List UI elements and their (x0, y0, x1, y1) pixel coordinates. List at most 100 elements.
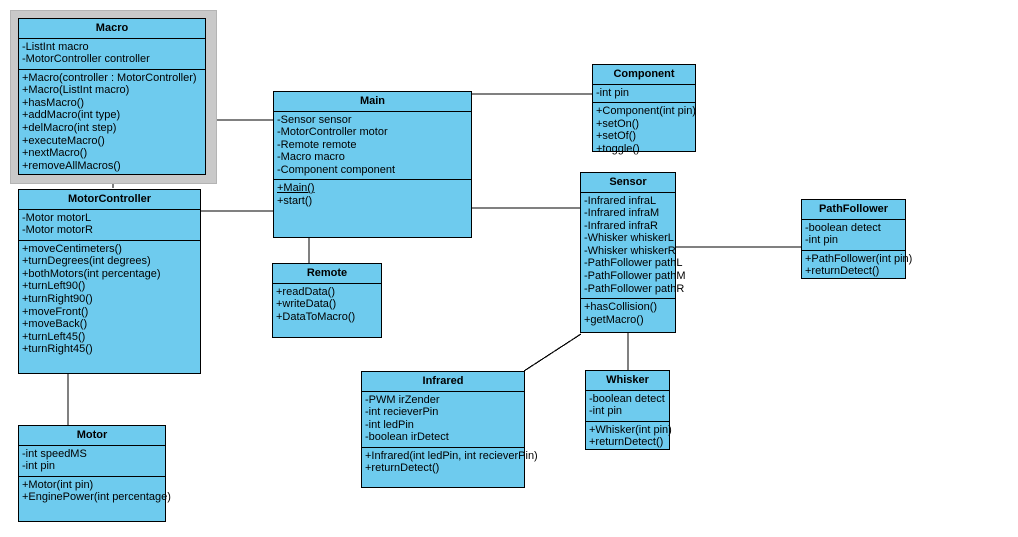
class-title-motorcontroller: MotorController (19, 190, 200, 210)
class-box-infrared[interactable]: Infrared -PWM irZender -int recieverPin … (361, 371, 538, 488)
class-methods-infrared: +Infrared(int ledPin, int recieverPin) +… (362, 448, 538, 478)
attribute-row: -PWM irZender (365, 393, 440, 406)
attribute-row: -int pin (589, 405, 623, 418)
attribute-row: -Component component (277, 163, 396, 176)
class-methods-main: +Main() +start() (274, 180, 471, 210)
method-row: +Infrared(int ledPin, int recieverPin) (365, 449, 538, 462)
attribute-row: -int pin (22, 460, 56, 473)
method-row: +setOf() (596, 130, 637, 143)
method-row: +getMacro() (584, 313, 644, 326)
method-row: +executeMacro() (22, 134, 105, 147)
class-box-sensor[interactable]: Sensor -Infrared infraL -Infrared infraM… (580, 172, 686, 333)
class-title-macro: Macro (19, 19, 205, 39)
class-methods-whisker: +Whisker(int pin) +returnDetect() (586, 422, 672, 452)
method-row: +readData() (276, 285, 336, 298)
class-attributes-motorcontroller: -Motor motorL -Motor motorR (19, 210, 200, 241)
method-row: +moveCentimeters() (22, 242, 122, 255)
method-row: +returnDetect() (805, 265, 880, 278)
attribute-row: -ListInt macro (22, 40, 89, 53)
method-row: +Whisker(int pin) (589, 423, 672, 436)
method-row: +writeData() (276, 298, 337, 311)
class-attributes-sensor: -Infrared infraL -Infrared infraM -Infra… (581, 193, 686, 300)
class-attributes-pathfollower: -boolean detect -int pin (802, 220, 905, 251)
method-row: +setOn() (596, 117, 640, 130)
class-attributes-whisker: -boolean detect -int pin (586, 391, 669, 422)
class-methods-pathfollower: +PathFollower(int pin) +returnDetect() (802, 251, 913, 281)
class-title-pathfollower: PathFollower (802, 200, 905, 220)
class-methods-sensor: +hasCollision() +getMacro() (581, 299, 675, 329)
class-methods-motor: +Motor(int pin) +EnginePower(int percent… (19, 477, 171, 507)
method-row: +start() (277, 195, 313, 208)
method-row: +returnDetect() (365, 462, 440, 475)
class-title-infrared: Infrared (362, 372, 524, 392)
class-title-main: Main (274, 92, 471, 112)
method-row: +turnLeft90() (22, 280, 86, 293)
attribute-row: -int pin (596, 86, 630, 99)
class-methods-macro: +Macro(controller : MotorController) +Ma… (19, 70, 205, 176)
attribute-row: -Whisker whiskerL (584, 232, 674, 245)
method-row: +EnginePower(int percentage) (22, 491, 171, 504)
attribute-row: -PathFollower pathM (584, 270, 686, 283)
class-box-remote[interactable]: Remote +readData() +writeData() +DataToM… (272, 263, 382, 338)
method-row: +turnLeft45() (22, 330, 86, 343)
attribute-row: -Whisker whiskerR (584, 244, 676, 257)
method-row: +removeAllMacros() (22, 159, 121, 172)
class-box-pathfollower[interactable]: PathFollower -boolean detect -int pin +P… (801, 199, 913, 281)
attribute-row: -Macro macro (277, 151, 345, 164)
attribute-row: -int speedMS (22, 447, 87, 460)
method-row: +turnRight90() (22, 293, 93, 306)
class-attributes-component: -int pin (593, 85, 695, 104)
attribute-row: -MotorController controller (22, 53, 150, 66)
class-methods-component: +Component(int pin) +setOn() +setOf() +t… (593, 103, 696, 158)
class-title-motor: Motor (19, 426, 165, 446)
class-attributes-macro: -ListInt macro -MotorController controll… (19, 39, 205, 70)
method-row: +moveBack() (22, 318, 88, 331)
class-methods-motorcontroller: +moveCentimeters() +turnDegrees(int degr… (19, 241, 200, 359)
attribute-row: -Infrared infraR (584, 219, 658, 232)
class-title-remote: Remote (273, 264, 381, 284)
attribute-row: -Sensor sensor (277, 113, 352, 126)
class-box-motor[interactable]: Motor -int speedMS -int pin +Motor(int p… (18, 425, 171, 522)
method-row: +nextMacro() (22, 147, 88, 160)
method-row: +Component(int pin) (596, 105, 696, 118)
method-row: +hasCollision() (584, 301, 658, 314)
method-row: +hasMacro() (22, 96, 85, 109)
method-row: +addMacro(int type) (22, 109, 121, 122)
class-attributes-motor: -int speedMS -int pin (19, 446, 165, 477)
method-row: +Macro(ListInt macro) (22, 84, 130, 97)
method-row: +PathFollower(int pin) (805, 252, 913, 265)
class-attributes-main: -Sensor sensor -MotorController motor -R… (274, 112, 471, 181)
method-row: +returnDetect() (589, 436, 664, 449)
class-box-whisker[interactable]: Whisker -boolean detect -int pin +Whiske… (585, 370, 672, 452)
class-title-component: Component (593, 65, 695, 85)
connector-sensor-infrared (523, 333, 582, 372)
class-attributes-infrared: -PWM irZender -int recieverPin -int ledP… (362, 392, 524, 448)
method-row: +Motor(int pin) (22, 478, 94, 491)
method-row: +bothMotors(int percentage) (22, 267, 161, 280)
attribute-row: -boolean detect (589, 392, 665, 405)
class-title-whisker: Whisker (586, 371, 669, 391)
class-box-motorcontroller[interactable]: MotorController -Motor motorL -Motor mot… (18, 189, 201, 374)
attribute-row: -Remote remote (277, 138, 357, 151)
method-row: +turnRight45() (22, 343, 93, 356)
method-row: +Main() (277, 182, 315, 195)
method-row: +Macro(controller : MotorController) (22, 71, 197, 84)
attribute-row: -Motor motorL (22, 211, 92, 224)
method-row: +toggle() (596, 142, 640, 155)
method-row: +delMacro(int step) (22, 122, 117, 135)
method-row: +moveFront() (22, 305, 89, 318)
method-row: +DataToMacro() (276, 310, 356, 323)
class-box-main[interactable]: Main -Sensor sensor -MotorController mot… (273, 91, 472, 238)
class-methods-remote: +readData() +writeData() +DataToMacro() (273, 284, 381, 327)
class-box-macro[interactable]: Macro -ListInt macro -MotorController co… (18, 18, 206, 175)
attribute-row: -Motor motorR (22, 224, 93, 237)
class-box-component[interactable]: Component -int pin +Component(int pin) +… (592, 64, 696, 155)
method-row: +turnDegrees(int degrees) (22, 255, 151, 268)
attribute-row: -boolean irDetect (365, 431, 449, 444)
attribute-row: -Infrared infraM (584, 207, 660, 220)
attribute-row: -int recieverPin (365, 406, 439, 419)
attribute-row: -MotorController motor (277, 126, 388, 139)
attribute-row: -int ledPin (365, 418, 414, 431)
attribute-row: -PathFollower pathL (584, 257, 683, 270)
